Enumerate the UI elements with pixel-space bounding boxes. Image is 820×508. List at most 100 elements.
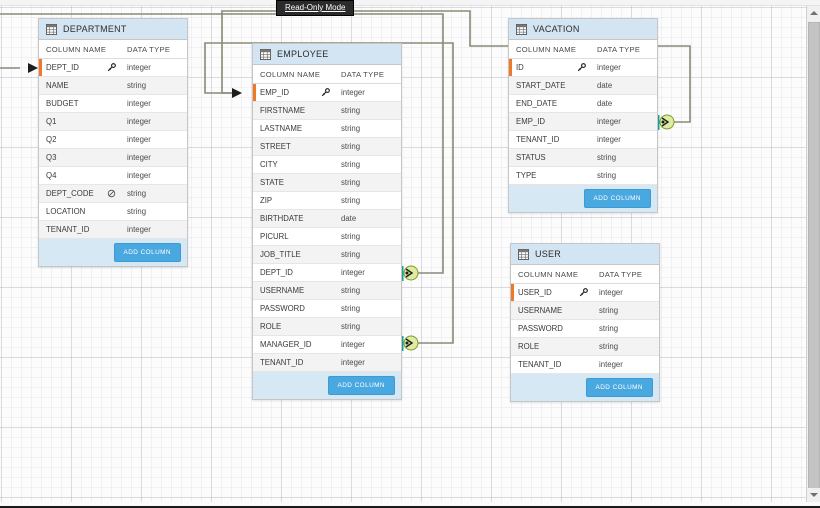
column-name-text: TENANT_ID: [518, 360, 562, 369]
entity-footer: ADD COLUMN: [509, 185, 657, 212]
column-type-cell: integer: [341, 358, 365, 367]
column-row[interactable]: USERNAME string: [253, 282, 401, 300]
add-column-button[interactable]: ADD COLUMN: [585, 378, 653, 397]
column-name-text: STREET: [260, 142, 291, 151]
column-type-cell: string: [127, 81, 147, 90]
scrollbar-thumb[interactable]: [808, 22, 820, 490]
column-name-text: MANAGER_ID: [260, 340, 312, 349]
column-name-text: STATE: [260, 178, 284, 187]
column-type-cell: integer: [127, 99, 151, 108]
scroll-up-arrow-icon[interactable]: [807, 6, 820, 20]
column-name-cell: Q4: [39, 171, 123, 180]
column-type-cell: string: [341, 250, 361, 259]
column-type-cell: integer: [127, 135, 151, 144]
column-type-cell: integer: [127, 63, 151, 72]
column-name-text: LOCATION: [46, 207, 86, 216]
column-name-cell: Q3: [39, 153, 123, 162]
column-type-cell: integer: [341, 268, 365, 277]
add-column-button[interactable]: ADD COLUMN: [113, 243, 181, 262]
column-row[interactable]: NAME string: [39, 77, 187, 95]
add-column-button[interactable]: ADD COLUMN: [583, 189, 651, 208]
add-column-button[interactable]: ADD COLUMN: [327, 376, 395, 395]
column-name-cell: TENANT_ID: [511, 360, 595, 369]
column-type-cell: integer: [599, 288, 623, 297]
column-name-text: Q3: [46, 153, 57, 162]
column-name-text: ROLE: [518, 342, 540, 351]
column-name-text: LASTNAME: [260, 124, 303, 133]
vertical-scrollbar[interactable]: [806, 6, 820, 502]
entity-header[interactable]: USER: [511, 244, 659, 265]
key-icon: [577, 63, 586, 72]
entity-header[interactable]: EMPLOYEE: [253, 44, 401, 65]
column-type-cell: integer: [127, 225, 151, 234]
column-type-cell: string: [341, 232, 361, 241]
entity-header[interactable]: DEPARTMENT: [39, 19, 187, 40]
column-name-cell: PASSWORD: [253, 304, 337, 313]
column-name-cell: PICURL: [253, 232, 337, 241]
column-name-cell: ZIP: [253, 196, 337, 205]
column-name-cell: FIRSTNAME: [253, 106, 337, 115]
column-name-text: Q1: [46, 117, 57, 126]
column-name-cell: ROLE: [253, 322, 337, 331]
column-name-text: PICURL: [260, 232, 289, 241]
column-type-cell: string: [341, 322, 361, 331]
scroll-down-arrow-icon[interactable]: [807, 488, 820, 502]
column-name-cell: LOCATION: [39, 207, 123, 216]
column-name-text: ID: [516, 63, 524, 72]
data-type-header: DATA TYPE: [127, 44, 171, 54]
column-name-text: NAME: [46, 81, 69, 90]
column-name-text: BUDGET: [46, 99, 79, 108]
entity-header[interactable]: VACATION: [509, 19, 657, 40]
column-type-cell: string: [127, 189, 147, 198]
column-name-text: TENANT_ID: [516, 135, 560, 144]
column-type-cell: string: [597, 153, 617, 162]
column-name-cell: TENANT_ID: [509, 135, 593, 144]
entity-footer: ADD COLUMN: [253, 372, 401, 399]
column-row[interactable]: PICURL string: [253, 228, 401, 246]
column-type-cell: string: [341, 286, 361, 295]
column-name-text: USERNAME: [260, 286, 305, 295]
column-row[interactable]: ROLE string: [253, 318, 401, 336]
column-name-cell: Q1: [39, 117, 123, 126]
column-row[interactable]: BUDGET integer: [39, 95, 187, 113]
